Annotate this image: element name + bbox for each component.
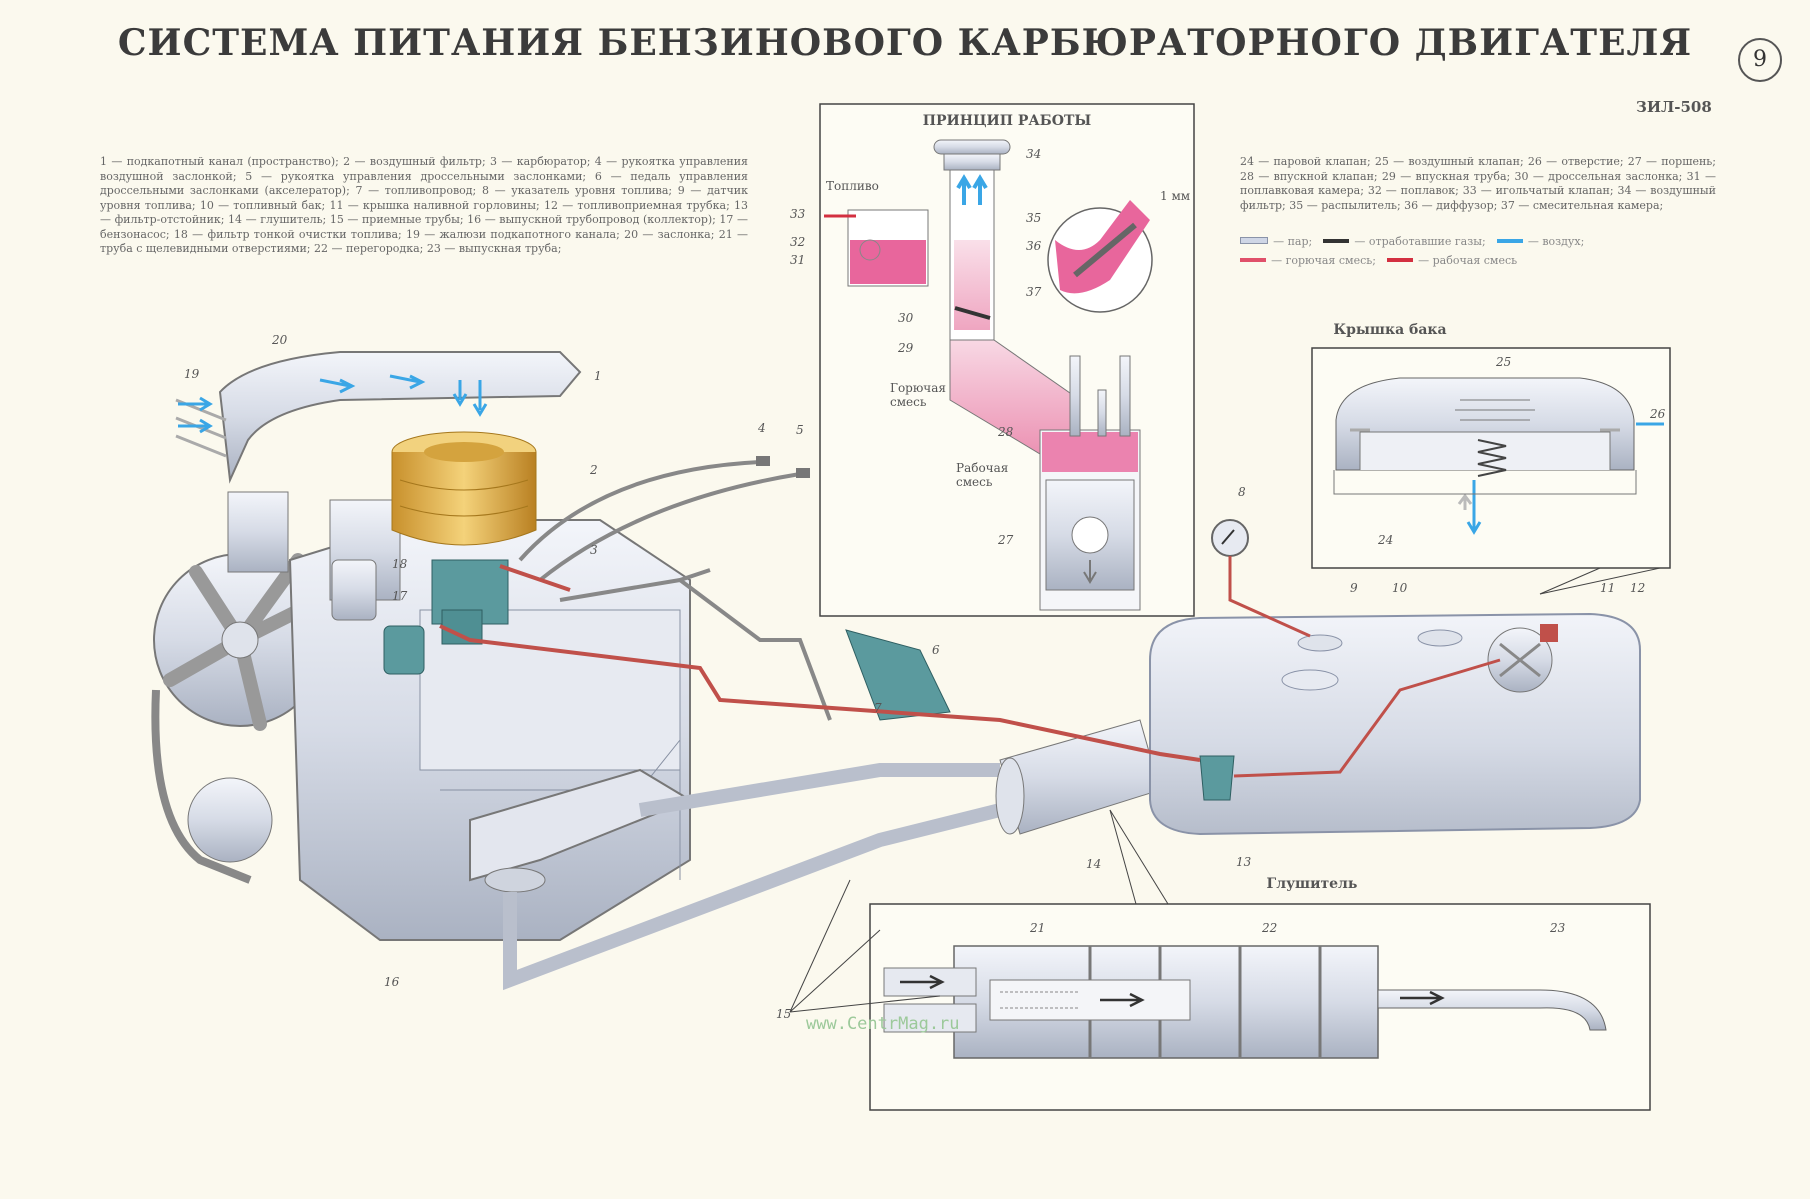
callout-9: 9	[1350, 581, 1358, 595]
callout-36: 36	[1026, 239, 1042, 253]
callout-26: 26	[1649, 407, 1666, 421]
callout-4: 4	[757, 421, 766, 435]
tank-cap-panel: Крышка бака 25 26 24	[1311, 322, 1671, 595]
gap-label: 1 мм	[1160, 189, 1190, 203]
callout-18: 18	[392, 557, 408, 571]
callout-30: 30	[898, 311, 914, 325]
air-inlet-arrows	[178, 396, 213, 412]
hot-mix-arrow-icon	[1240, 257, 1266, 262]
callout-22: 22	[1261, 921, 1277, 935]
callout-17: 17	[392, 589, 408, 603]
accelerator-pedal	[845, 629, 951, 721]
air-filter-top	[933, 139, 1011, 155]
callout-14: 14	[1086, 857, 1101, 871]
callout-35: 35	[1026, 211, 1041, 225]
callout-32: 32	[790, 235, 805, 249]
callout-13: 13	[1236, 855, 1252, 869]
key-air: — воздух;	[1527, 235, 1585, 248]
callout-23: 23	[1549, 921, 1566, 935]
key-hot-mix: — горючая смесь;	[1271, 254, 1376, 267]
principle-panel: ПРИНЦИП РАБОТЫ Топливо 1 мм	[790, 103, 1195, 617]
callout-25: 25	[1495, 355, 1511, 369]
callout-21: 21	[1029, 921, 1045, 935]
tank-cap-title: Крышка бака	[1333, 322, 1446, 338]
callout-12: 12	[1630, 581, 1645, 595]
callout-24: 24	[1377, 533, 1393, 547]
callout-37: 37	[1026, 285, 1042, 299]
poster-title: СИСТЕМА ПИТАНИЯ БЕНЗИНОВОГО КАРБЮРАТОРНО…	[117, 22, 1693, 64]
arrow-key-legend: — пар; — отработавшие газы; — воздух; — …	[1240, 230, 1720, 268]
air-arrow-icon	[1496, 238, 1523, 243]
callout-27: 27	[997, 533, 1014, 547]
callout-2: 2	[589, 463, 598, 477]
callout-28: 28	[997, 425, 1014, 439]
exhaust-arrow-icon	[1323, 238, 1350, 243]
callout-1: 1	[594, 369, 602, 383]
engine	[151, 351, 693, 941]
hot-mix-label-2: смесь	[890, 395, 927, 409]
muffler-title: Глушитель	[1267, 876, 1358, 892]
callout-31: 31	[790, 253, 805, 267]
fuel-gauge	[1211, 519, 1249, 557]
watermark: www.CentrMag.ru	[806, 1014, 960, 1034]
key-work-mix: — рабочая смесь	[1418, 254, 1518, 267]
muffler-panel: Глушитель 21 22 23	[869, 809, 1651, 1111]
callout-8: 8	[1238, 485, 1246, 499]
callout-3: 3	[590, 543, 598, 557]
work-mix-label-1: Рабочая	[956, 461, 1008, 475]
hot-mix-label-1: Горючая	[890, 381, 946, 395]
callout-33: 33	[790, 207, 806, 221]
callout-19: 19	[184, 367, 200, 381]
principle-title: ПРИНЦИП РАБОТЫ	[923, 113, 1092, 129]
work-mix-arrow-icon	[1387, 257, 1414, 262]
model-label: ЗИЛ-508	[1636, 98, 1712, 116]
callout-10: 10	[1392, 581, 1408, 595]
fuel-tank	[1149, 519, 1641, 836]
callout-16: 16	[384, 975, 400, 989]
fuel-label: Топливо	[826, 179, 879, 193]
callout-5: 5	[796, 423, 804, 437]
callout-34: 34	[1026, 147, 1041, 161]
callout-15: 15	[776, 1007, 791, 1021]
callout-6: 6	[932, 643, 940, 657]
plate-number: 9	[1738, 38, 1782, 82]
key-steam: — пар;	[1273, 235, 1313, 248]
fuel-line	[439, 624, 1201, 762]
key-exhaust: — отработавшие газы;	[1354, 235, 1486, 248]
legend-left: 1 — подкапотный канал (пространство); 2 …	[100, 155, 748, 255]
callout-29: 29	[897, 341, 914, 355]
steam-arrow-icon	[1240, 237, 1268, 244]
legend-right: 24 — паровой клапан; 25 — воздушный клап…	[1240, 155, 1716, 212]
callout-20: 20	[271, 333, 288, 347]
work-mix-label-2: смесь	[956, 475, 993, 489]
callout-7: 7	[874, 701, 882, 715]
callout-11: 11	[1600, 581, 1615, 595]
